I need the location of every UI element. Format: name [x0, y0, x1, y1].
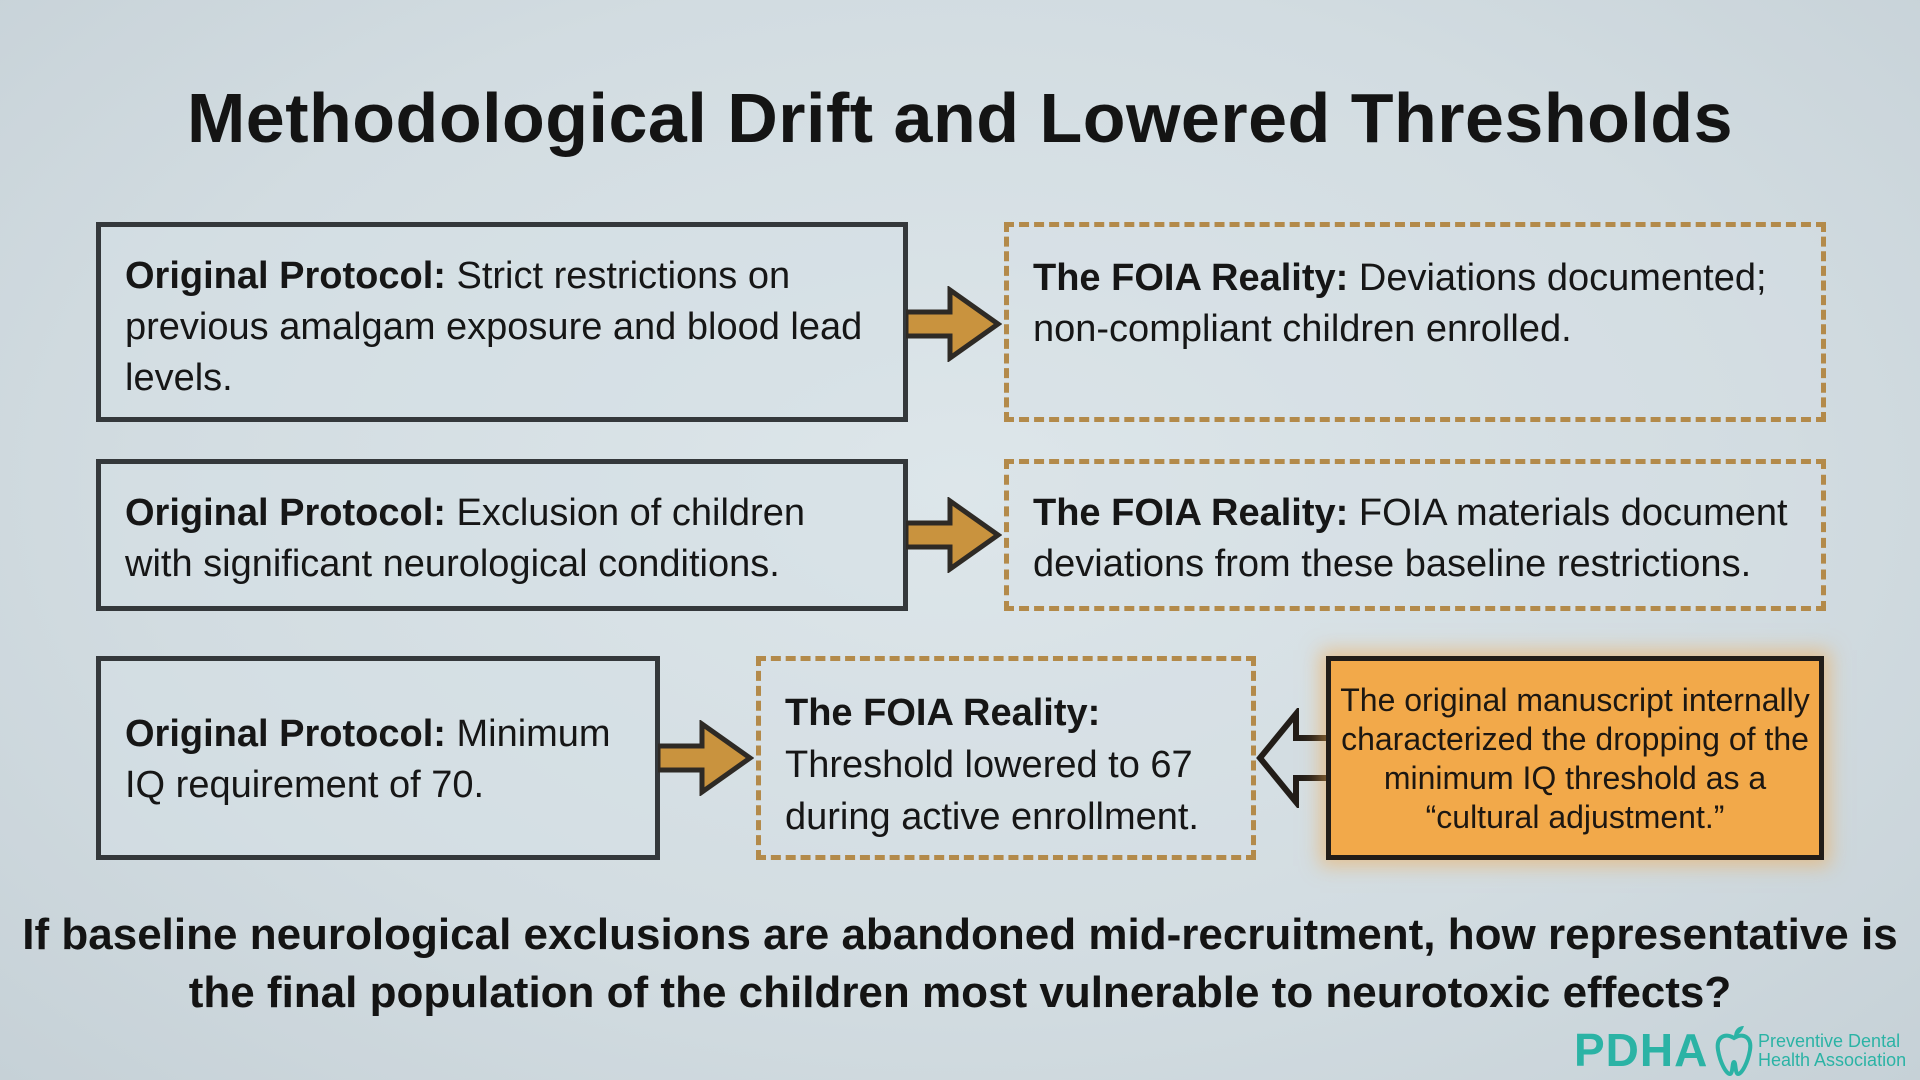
original-protocol-box-2: Original Protocol: Exclusion of children…: [96, 459, 908, 611]
protocol-label: Original Protocol:: [125, 492, 446, 534]
foia-reality-box-2: The FOIA Reality: FOIA materials documen…: [1004, 459, 1826, 611]
foia-label: The FOIA Reality:: [1033, 492, 1349, 534]
tooth-icon: [1715, 1026, 1753, 1076]
logo-abbreviation: PDHA: [1574, 1024, 1709, 1076]
right-arrow-icon: [906, 497, 1002, 573]
foia-label: The FOIA Reality:: [1033, 257, 1349, 299]
protocol-text: Strict restrictions on previous amalgam …: [125, 255, 863, 399]
protocol-label: Original Protocol:: [125, 713, 446, 755]
foia-text: Deviations documented; non-compliant chi…: [1033, 257, 1767, 350]
pdha-logo: PDHA Preventive Dental Health Associatio…: [1574, 1024, 1914, 1076]
foia-reality-box-3: The FOIA Reality: Threshold lowered to 6…: [756, 656, 1256, 860]
original-protocol-box-1: Original Protocol: Strict restrictions o…: [96, 222, 908, 422]
page-title: Methodological Drift and Lowered Thresho…: [186, 79, 1734, 157]
foia-text: FOIA materials document deviations from …: [1033, 492, 1788, 585]
foia-text: Threshold lowered to 67 during active en…: [785, 744, 1199, 838]
right-arrow-icon: [658, 720, 754, 796]
original-protocol-box-3: Original Protocol: Minimum IQ requiremen…: [96, 656, 660, 860]
protocol-label: Original Protocol:: [125, 255, 446, 297]
right-arrow-icon: [906, 286, 1002, 362]
logo-organization-name: Preventive Dental Health Association: [1758, 1031, 1907, 1070]
cultural-adjustment-callout: The original manuscript internally chara…: [1326, 656, 1824, 860]
foia-reality-box-1: The FOIA Reality: Deviations documented;…: [1004, 222, 1826, 422]
protocol-text: Minimum IQ requirement of 70.: [125, 713, 611, 806]
left-arrow-icon: [1256, 708, 1332, 808]
protocol-text: Exclusion of children with significant n…: [125, 492, 805, 585]
closing-question: If baseline neurological exclusions are …: [22, 910, 1898, 1017]
foia-label: The FOIA Reality:: [785, 692, 1101, 734]
